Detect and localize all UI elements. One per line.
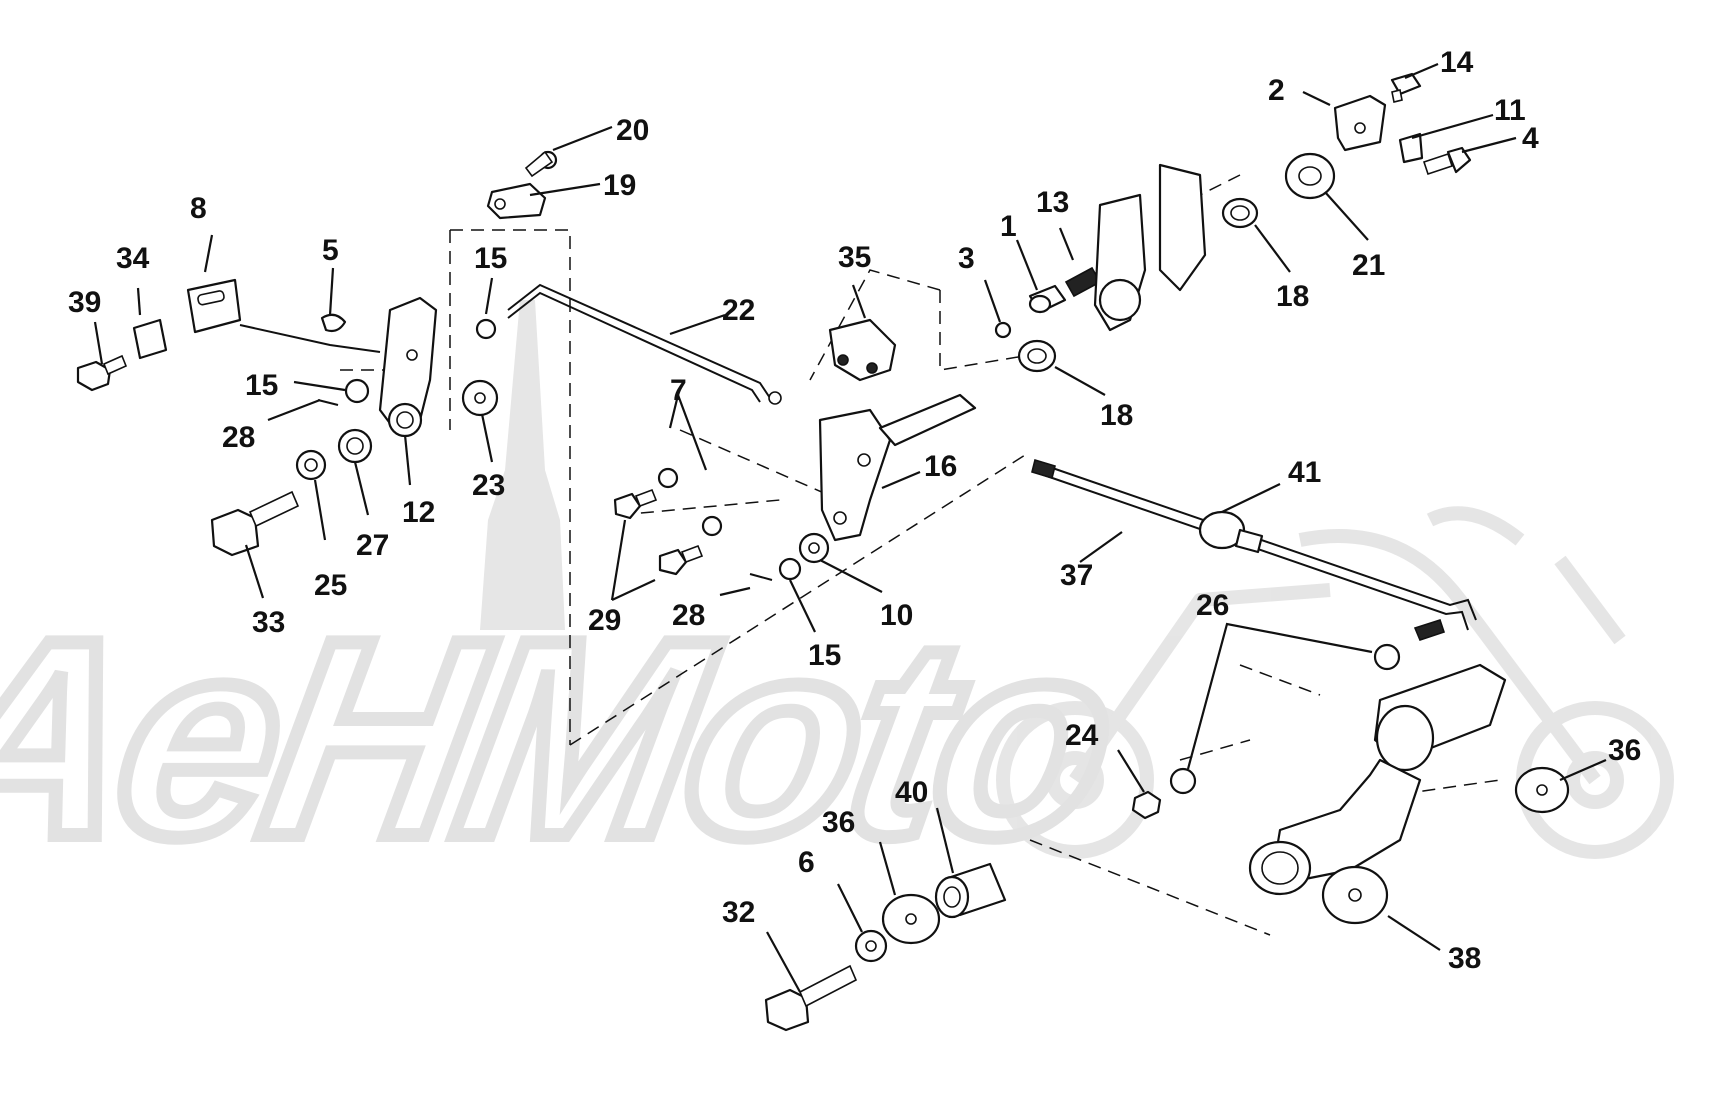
part-5-clip: [320, 313, 347, 333]
callout-26: 26: [1196, 589, 1229, 622]
part-7-washer-b: [701, 515, 723, 537]
part-26-washer-a: [1373, 643, 1401, 671]
callout-33: 33: [252, 606, 285, 639]
part-2-clamp: [1333, 94, 1387, 152]
part-24-nut: [1131, 790, 1162, 820]
callout-15-a: 15: [474, 242, 507, 275]
callout-15-b: 15: [245, 369, 278, 402]
callout-1: 1: [1000, 210, 1017, 243]
part-19-clevis: [486, 182, 547, 220]
callout-36-a: 36: [1608, 734, 1641, 767]
part-10-washer: [798, 532, 830, 564]
callout-25: 25: [314, 569, 347, 602]
callout-24: 24: [1065, 719, 1099, 752]
callout-41: 41: [1288, 456, 1321, 489]
part-34-plate: [132, 318, 168, 360]
part-15-washer-a: [475, 318, 497, 340]
part-41-joint: [1198, 510, 1264, 554]
part-29-bolt-a: [613, 488, 658, 520]
callout-4: 4: [1522, 122, 1539, 155]
callout-37: 37: [1060, 559, 1093, 592]
callout-13: 13: [1036, 186, 1069, 219]
part-28-pin-a: [317, 399, 339, 406]
part-33-bolt: [210, 490, 300, 557]
watermark: AeHMoto: [0, 300, 1674, 902]
callout-22: 22: [722, 294, 755, 327]
watermark-text: AeHMoto: [0, 582, 1133, 895]
part-14-screw: [1390, 72, 1422, 103]
part-18-bushing-a: [1221, 197, 1259, 229]
part-39-bolt: [76, 354, 128, 392]
callout-19: 19: [603, 169, 636, 202]
part-36-washer-b: [881, 893, 941, 945]
part-27-washer: [337, 428, 373, 464]
callout-35: 35: [838, 241, 871, 274]
callout-29: 29: [588, 604, 621, 637]
callout-34: 34: [116, 242, 150, 275]
frame-bracket: [1093, 163, 1207, 332]
callout-27: 27: [356, 529, 389, 562]
part-4-bolt: [1422, 146, 1472, 176]
callout-3: 3: [958, 242, 975, 275]
part-38-lever-arm: [1248, 663, 1507, 925]
callout-6: 6: [798, 846, 815, 879]
part-23-washer: [461, 379, 499, 417]
part-25-washer: [295, 449, 327, 481]
part-16-lever: [818, 393, 977, 542]
leader-lines: [93, 62, 1607, 993]
part-12-lever: [378, 296, 438, 438]
callout-14: 14: [1440, 46, 1474, 79]
part-7-washer-a: [657, 467, 679, 489]
watermark-motorcycle: [996, 506, 1674, 859]
part-20-pin: [524, 150, 558, 178]
callout-28-b: 28: [672, 599, 705, 632]
part-29-bolt-b: [658, 544, 704, 576]
callout-18-b: 18: [1276, 280, 1309, 313]
part-6-washer: [854, 929, 888, 963]
part-3-ball: [994, 321, 1012, 339]
callouts: 20 19 8 34 5 15 39 22 15 28 12 23 27 25 …: [68, 46, 1641, 975]
callout-15-c: 15: [808, 639, 841, 672]
callout-36-b: 36: [822, 806, 855, 839]
part-32-bolt: [764, 964, 858, 1032]
part-8-bracket: [186, 278, 381, 353]
callout-7: 7: [670, 374, 687, 407]
callout-38: 38: [1448, 942, 1481, 975]
callout-20: 20: [616, 114, 649, 147]
callout-8: 8: [190, 192, 207, 225]
part-36-washer-a: [1514, 766, 1570, 814]
callout-5: 5: [322, 234, 339, 267]
part-11-clip: [1398, 132, 1424, 164]
part-15-washer-b: [344, 378, 370, 404]
part-35-block: [828, 318, 897, 382]
part-40-bushing: [934, 862, 1007, 919]
callout-40: 40: [895, 776, 928, 809]
callout-28-a: 28: [222, 421, 255, 454]
callout-16: 16: [924, 450, 957, 483]
part-15-washer-c: [778, 557, 802, 581]
part-28-pin-b: [749, 573, 773, 581]
callout-11: 11: [1494, 94, 1526, 127]
callout-10: 10: [880, 599, 913, 632]
watermark-tower: [480, 300, 565, 630]
part-26-washer-b: [1169, 767, 1197, 795]
callout-21: 21: [1352, 249, 1385, 282]
callout-2: 2: [1268, 74, 1285, 107]
callout-12: 12: [402, 496, 435, 529]
callout-23: 23: [472, 469, 505, 502]
part-1-cylinder: [1028, 284, 1067, 314]
callout-39: 39: [68, 286, 101, 319]
parts: [76, 72, 1570, 1032]
callout-32: 32: [722, 896, 755, 929]
part-18-bushing-b: [1017, 339, 1057, 373]
callout-18-a: 18: [1100, 399, 1133, 432]
part-21-bushing: [1284, 152, 1336, 200]
part-22-rod: [507, 283, 782, 405]
